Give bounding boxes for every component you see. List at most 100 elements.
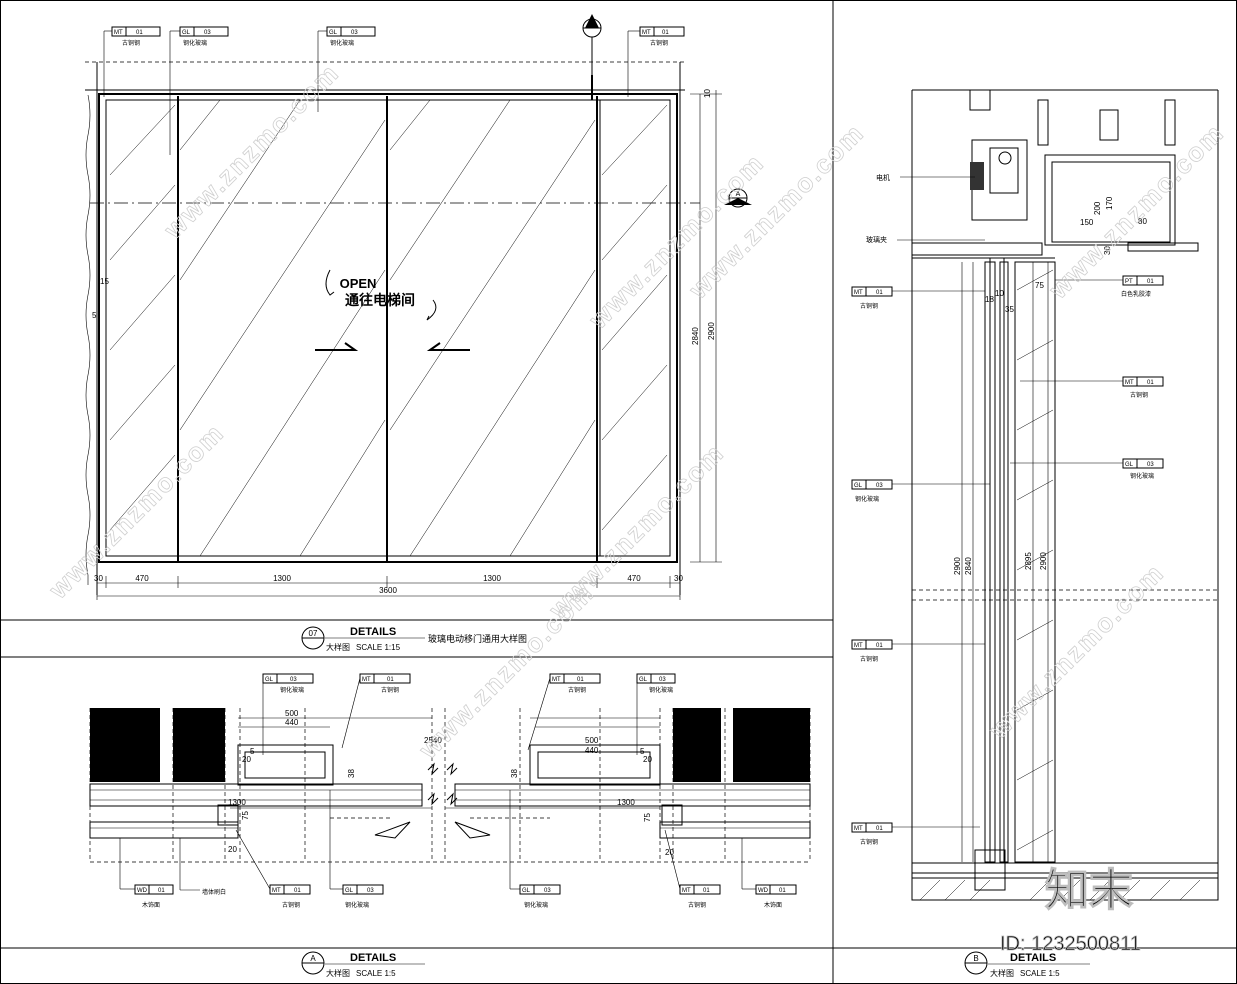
plan-tag-bottom-5: GL 03 钢化玻璃 [509,790,561,909]
svg-text:古铜钢: 古铜钢 [568,686,586,694]
svg-text:古铜钢: 古铜钢 [688,901,706,909]
svg-text:古铜钢: 古铜钢 [860,302,878,310]
svg-text:03: 03 [544,888,551,894]
svg-text:30: 30 [94,574,103,583]
svg-text:GL: GL [345,888,354,894]
elev-tag-1: MT 01 古铜钢 [103,26,161,97]
svg-text:5: 5 [92,311,97,320]
svg-text:38: 38 [510,769,519,778]
svg-text:MT: MT [114,30,123,36]
svg-text:20: 20 [242,755,251,764]
svg-text:03: 03 [367,888,374,894]
svg-text:03: 03 [290,677,297,683]
svg-text:440: 440 [285,718,299,727]
svg-text:钢化玻璃: 钢化玻璃 [280,686,304,694]
svg-text:01: 01 [136,30,143,36]
svg-text:2900: 2900 [1039,552,1048,570]
svg-text:470: 470 [627,574,641,583]
svg-text:B: B [973,954,978,963]
svg-text:SCALE 1:5: SCALE 1:5 [1020,969,1060,978]
svg-text:03: 03 [659,677,666,683]
svg-text:GL: GL [329,30,338,36]
svg-text:30: 30 [674,574,683,583]
sec-label-motor: 电机 [876,173,890,182]
svg-text:玻璃电动移门通用大样图: 玻璃电动移门通用大样图 [428,633,527,644]
svg-text:01: 01 [779,888,786,894]
svg-text:www.znzmo.com: www.znzmo.com [157,57,345,245]
svg-text:3600: 3600 [379,586,397,595]
svg-text:01: 01 [387,677,394,683]
svg-text:01: 01 [662,30,669,36]
svg-text:钢化玻璃: 钢化玻璃 [524,901,548,909]
svg-text:01: 01 [876,826,883,832]
svg-text:GL: GL [182,30,191,36]
svg-text:古铜钢: 古铜钢 [650,39,668,47]
plan-tag-top-4: GL 03 钢化玻璃 [636,673,676,755]
title-block-plan: A DETAILS 大样图 SCALE 1:5 [301,951,425,978]
svg-text:古铜钢: 古铜钢 [122,39,140,47]
svg-text:www.znzmo.com: www.znzmo.com [1042,117,1230,305]
svg-text:古铜钢: 古铜钢 [381,686,399,694]
svg-text:2540: 2540 [424,736,442,745]
watermark-id: ID: 1232500811 [1000,933,1141,955]
svg-text:03: 03 [351,30,358,36]
svg-text:30: 30 [1103,246,1112,255]
svg-text:DETAILS: DETAILS [350,952,396,964]
svg-text:MT: MT [642,30,651,36]
svg-text:MT: MT [854,643,863,649]
svg-text:大样图: 大样图 [990,968,1014,978]
svg-text:MT: MT [854,290,863,296]
open-cn-label: 通往电梯间 [345,292,415,308]
svg-text:1300: 1300 [617,798,635,807]
svg-text:75: 75 [643,813,652,822]
svg-text:1300: 1300 [228,798,246,807]
svg-text:75: 75 [1035,281,1044,290]
svg-text:GL: GL [522,888,531,894]
svg-text:GL: GL [639,677,648,683]
plan-tag-top-2: MT 01 古铜钢 [341,673,411,749]
svg-text:钢化玻璃: 钢化玻璃 [855,495,879,503]
svg-text:白色乳胶漆: 白色乳胶漆 [1121,290,1151,298]
svg-text:钢化玻璃: 钢化玻璃 [183,39,207,47]
svg-text:03: 03 [876,483,883,489]
sec-tag-mt-1: MT 01 古铜钢 [851,286,985,310]
svg-text:75: 75 [241,811,250,820]
svg-text:35: 35 [1005,305,1014,314]
svg-text:古铜钢: 古铜钢 [1130,391,1148,399]
svg-text:20: 20 [643,755,652,764]
svg-text:DETAILS: DETAILS [350,626,396,638]
svg-text:18: 18 [985,295,994,304]
svg-text:MT: MT [362,677,371,683]
svg-text:03: 03 [1147,462,1154,468]
svg-text:SCALE 1:15: SCALE 1:15 [356,643,401,652]
svg-text:钢化玻璃: 钢化玻璃 [1130,472,1154,480]
svg-text:500: 500 [585,736,599,745]
svg-text:1300: 1300 [483,574,501,583]
svg-text:MT: MT [854,826,863,832]
svg-text:www.znzmo.com: www.znzmo.com [982,557,1170,745]
svg-text:470: 470 [135,574,149,583]
svg-text:38: 38 [347,769,356,778]
svg-text:B: B [590,20,595,27]
svg-text:01: 01 [577,677,584,683]
svg-text:2900: 2900 [953,557,962,575]
svg-text:10: 10 [995,289,1004,298]
svg-text:木饰面: 木饰面 [764,901,782,909]
svg-text:01: 01 [876,290,883,296]
svg-text:钢化玻璃: 钢化玻璃 [649,686,673,694]
svg-text:500: 500 [285,709,299,718]
section-marker-b: B [582,14,602,75]
svg-text:440: 440 [585,746,599,755]
svg-text:大样图: 大样图 [326,642,350,652]
